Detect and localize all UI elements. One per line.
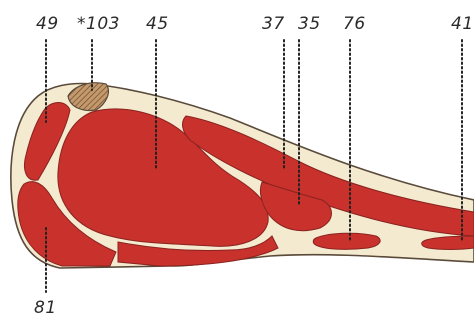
- muscle-76: [313, 233, 380, 249]
